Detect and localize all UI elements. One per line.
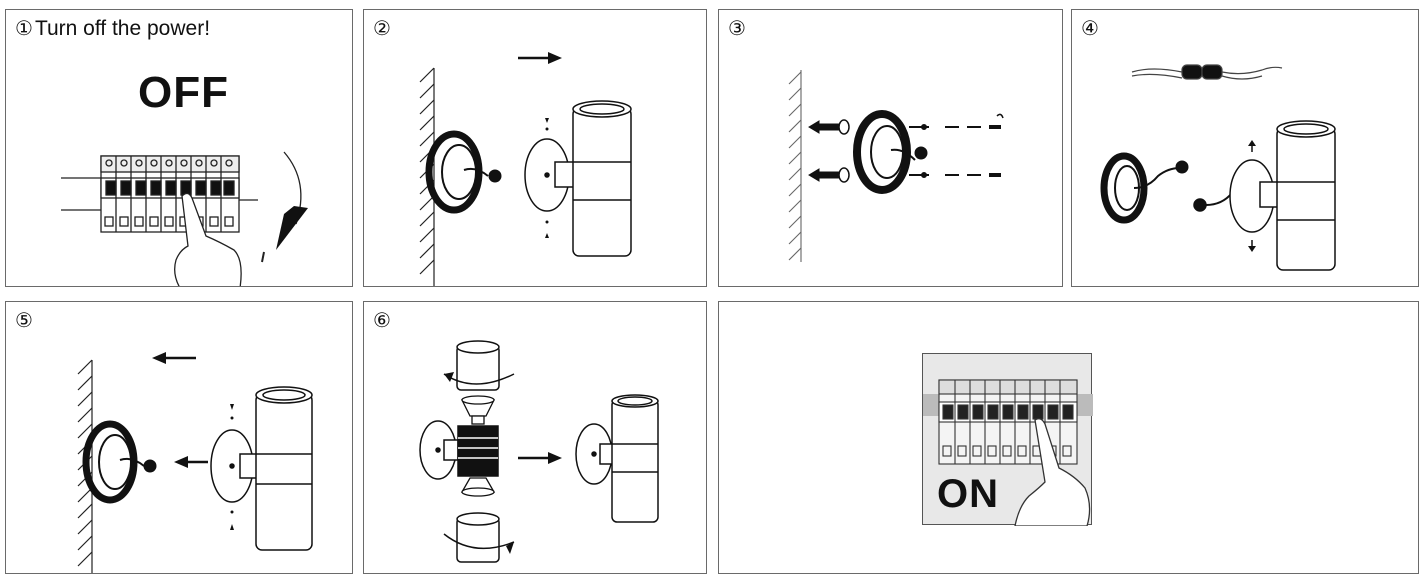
wall-lamp-icon (575, 394, 659, 523)
step-7-panel: ON (718, 301, 1419, 574)
breaker-panel-icon (923, 379, 1093, 465)
step-7-illustration (923, 379, 1093, 526)
arrow-right-icon (518, 52, 562, 64)
off-label: OFF (138, 68, 229, 117)
step-2-heading: ② (373, 16, 391, 40)
mounting-base-icon (1100, 152, 1189, 224)
step-5-number: ⑤ (15, 308, 33, 332)
on-label: ON (937, 472, 999, 516)
step-5-illustration (77, 352, 313, 573)
step-3-illustration (788, 70, 1004, 262)
step-6-heading: ⑥ (373, 308, 391, 332)
wire-connector-icon (1131, 64, 1283, 80)
bulb-icon (460, 395, 496, 497)
hand-pointer-icon (174, 192, 242, 286)
arrow-left-icon (152, 352, 208, 468)
arrow-right-icon (518, 452, 562, 464)
wall-plug-icon (808, 119, 850, 183)
step-5-heading: ⑤ (15, 308, 33, 332)
breaker-panel-icon (61, 155, 258, 233)
step-6-panel: ⑥ (363, 301, 707, 574)
wall-hatch-icon (788, 70, 802, 262)
mounting-base-icon (425, 130, 502, 214)
lamp-body-icon (419, 420, 499, 480)
lamp-cap-icon (443, 340, 515, 391)
wall-lamp-icon (210, 386, 313, 551)
step-5-panel: ⑤ (5, 301, 353, 574)
step-2-panel: ② (363, 9, 707, 287)
step-6-number: ⑥ (373, 308, 391, 332)
wall-lamp-icon (1193, 120, 1336, 271)
step-4-heading: ④ (1081, 16, 1099, 40)
step-4-illustration (1100, 64, 1336, 271)
step-2-number: ② (373, 16, 391, 40)
step-4-panel: ④ (1071, 9, 1419, 287)
screw-icon (909, 113, 1004, 178)
step-1-heading: ①Turn off the power! (15, 16, 210, 41)
hand-pointer-icon (1014, 418, 1091, 526)
step-1-number: ① (15, 16, 33, 40)
step-3-number: ③ (728, 16, 746, 40)
rotate-arrow-icon (261, 151, 308, 263)
mounting-base-icon (853, 110, 928, 194)
step-3-heading: ③ (728, 16, 746, 40)
on-photo: ON (922, 353, 1093, 526)
lamp-cap-icon (443, 512, 515, 563)
wall-lamp-icon (524, 100, 632, 257)
mounting-base-icon (82, 420, 157, 504)
step-4-number: ④ (1081, 16, 1099, 40)
step-6-illustration (419, 340, 659, 563)
step-1-title: Turn off the power! (34, 17, 211, 40)
step-1-illustration (61, 151, 308, 286)
step-1-panel: ①Turn off the power! OFF (5, 9, 353, 287)
step-2-illustration (419, 52, 632, 286)
step-3-panel: ③ (718, 9, 1063, 287)
